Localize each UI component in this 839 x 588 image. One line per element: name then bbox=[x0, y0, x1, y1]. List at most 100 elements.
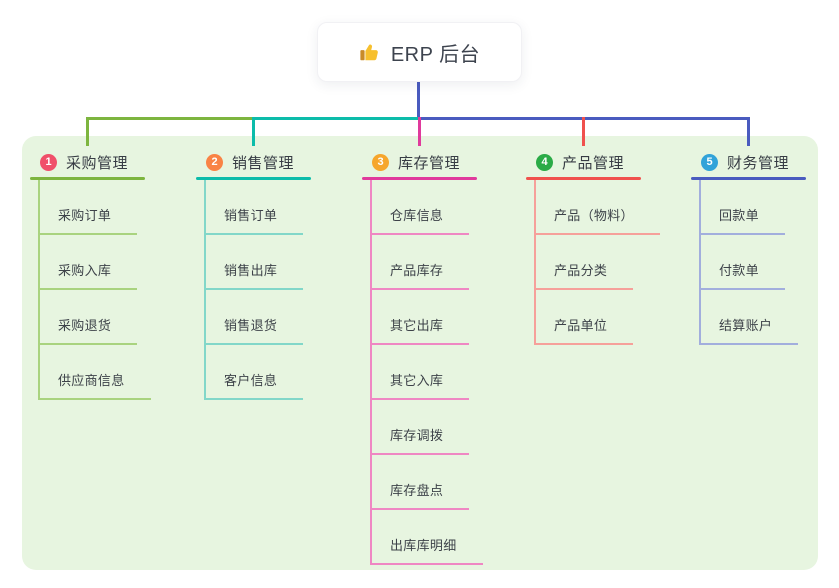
branch-2: 2 销售管理销售订单销售出库销售退货客户信息 bbox=[196, 150, 311, 400]
branch-children: 回款单付款单结算账户 bbox=[699, 180, 799, 345]
child-node-label: 付款单 bbox=[719, 263, 759, 278]
branch-title: 销售管理 bbox=[232, 154, 295, 172]
child-node-label: 产品库存 bbox=[390, 263, 444, 278]
child-node[interactable]: 库存盘点 bbox=[370, 455, 483, 510]
branch-number-badge: 5 bbox=[701, 153, 718, 171]
child-node[interactable]: 产品（物料） bbox=[534, 180, 660, 235]
child-node-underline-box: 客户信息 bbox=[204, 370, 304, 400]
branch-header-underline bbox=[691, 177, 806, 180]
child-node-label: 采购退货 bbox=[58, 318, 112, 333]
branches-panel bbox=[22, 136, 818, 570]
child-node[interactable]: 采购订单 bbox=[38, 180, 151, 235]
branch-number-badge: 4 bbox=[536, 153, 553, 171]
branch-header-underline bbox=[196, 177, 311, 180]
branch-title: 库存管理 bbox=[398, 154, 461, 172]
child-node-label: 其它入库 bbox=[390, 373, 444, 388]
children-connector-line bbox=[370, 180, 372, 565]
branch-drop-line bbox=[747, 117, 750, 146]
child-node-underline-box: 供应商信息 bbox=[38, 370, 151, 400]
child-node[interactable]: 销售出库 bbox=[204, 235, 304, 290]
child-node-underline-box: 回款单 bbox=[699, 205, 785, 235]
child-node-underline-box: 采购订单 bbox=[38, 205, 138, 235]
child-node[interactable]: 采购退货 bbox=[38, 290, 151, 345]
child-node[interactable]: 采购入库 bbox=[38, 235, 151, 290]
branch-number-badge: 1 bbox=[40, 153, 57, 171]
connector-horizontal-segment-green bbox=[86, 117, 255, 120]
child-node-label: 采购入库 bbox=[58, 263, 112, 278]
child-node-underline-box: 销售出库 bbox=[204, 260, 304, 290]
child-node[interactable]: 销售订单 bbox=[204, 180, 304, 235]
child-node-underline-box: 库存调拨 bbox=[370, 425, 470, 455]
branch-header-underline bbox=[30, 177, 145, 180]
branch-header-underline bbox=[526, 177, 641, 180]
child-node-label: 回款单 bbox=[719, 208, 759, 223]
child-node[interactable]: 付款单 bbox=[699, 235, 798, 290]
branch-children: 产品（物料） 产品分类产品单位 bbox=[534, 180, 660, 345]
child-node[interactable]: 产品分类 bbox=[534, 235, 660, 290]
branch-header-node[interactable]: 3 库存管理 bbox=[362, 150, 483, 174]
branch-number-badge: 2 bbox=[206, 153, 223, 171]
branch-header-node[interactable]: 1 采购管理 bbox=[30, 150, 151, 174]
child-node[interactable]: 仓库信息 bbox=[370, 180, 483, 235]
branch-children: 仓库信息产品库存其它出库其它入库库存调拨库存盘点出库库明细 bbox=[370, 180, 483, 565]
child-node-label: 结算账户 bbox=[719, 318, 773, 333]
child-node-label: 其它出库 bbox=[390, 318, 444, 333]
child-node-label: 库存盘点 bbox=[390, 483, 444, 498]
branch-header-node[interactable]: 5 财务管理 bbox=[691, 150, 806, 174]
branch-children: 销售订单销售出库销售退货客户信息 bbox=[204, 180, 304, 400]
child-node-label: 出库库明细 bbox=[390, 538, 457, 553]
child-node[interactable]: 其它入库 bbox=[370, 345, 483, 400]
child-node-label: 客户信息 bbox=[224, 373, 278, 388]
branch-drop-line bbox=[252, 117, 255, 146]
child-node-label: 仓库信息 bbox=[390, 208, 444, 223]
branch-drop-line bbox=[582, 117, 585, 146]
branch-number-badge: 3 bbox=[372, 153, 389, 171]
child-node-label: 销售退货 bbox=[224, 318, 278, 333]
child-node-label: 产品（物料） bbox=[554, 208, 634, 223]
child-node[interactable]: 供应商信息 bbox=[38, 345, 151, 400]
child-node[interactable]: 库存调拨 bbox=[370, 400, 483, 455]
branch-header-underline bbox=[362, 177, 477, 180]
child-node[interactable]: 回款单 bbox=[699, 180, 798, 235]
branch-drop-line bbox=[86, 117, 89, 146]
child-node-label: 采购订单 bbox=[58, 208, 112, 223]
branch-3: 3 库存管理仓库信息产品库存其它出库其它入库库存调拨库存盘点出库库明细 bbox=[362, 150, 483, 565]
child-node-label: 供应商信息 bbox=[58, 373, 125, 388]
children-connector-line bbox=[699, 180, 701, 345]
child-node[interactable]: 销售退货 bbox=[204, 290, 304, 345]
children-connector-line bbox=[534, 180, 536, 345]
child-node[interactable]: 客户信息 bbox=[204, 345, 304, 400]
branch-title: 财务管理 bbox=[727, 154, 790, 172]
child-node[interactable]: 结算账户 bbox=[699, 290, 799, 345]
child-node-underline-box: 采购入库 bbox=[38, 260, 138, 290]
root-node[interactable]: ERP 后台 bbox=[317, 22, 522, 82]
child-node-label: 库存调拨 bbox=[390, 428, 444, 443]
child-node[interactable]: 其它出库 bbox=[370, 290, 483, 345]
child-node-underline-box: 销售退货 bbox=[204, 315, 304, 345]
branch-5: 5 财务管理回款单付款单结算账户 bbox=[691, 150, 806, 345]
child-node-underline-box: 产品单位 bbox=[534, 315, 634, 345]
branch-children: 采购订单采购入库采购退货供应商信息 bbox=[38, 180, 151, 400]
root-stem-line bbox=[417, 82, 420, 120]
branch-drop-line bbox=[418, 117, 421, 146]
child-node-underline-box: 仓库信息 bbox=[370, 205, 470, 235]
child-node[interactable]: 产品库存 bbox=[370, 235, 483, 290]
branch-1: 1 采购管理采购订单采购入库采购退货供应商信息 bbox=[30, 150, 151, 400]
child-node-underline-box: 产品分类 bbox=[534, 260, 634, 290]
branch-header-node[interactable]: 2 销售管理 bbox=[196, 150, 311, 174]
thumbs-up-icon bbox=[359, 41, 381, 63]
child-node[interactable]: 出库库明细 bbox=[370, 510, 483, 565]
child-node-underline-box: 库存盘点 bbox=[370, 480, 470, 510]
child-node-underline-box: 产品库存 bbox=[370, 260, 470, 290]
child-node-underline-box: 采购退货 bbox=[38, 315, 138, 345]
child-node-underline-box: 销售订单 bbox=[204, 205, 304, 235]
child-node-underline-box: 结算账户 bbox=[699, 315, 799, 345]
branch-title: 采购管理 bbox=[66, 154, 129, 172]
child-node-underline-box: 其它入库 bbox=[370, 370, 470, 400]
root-title: ERP 后台 bbox=[390, 43, 481, 66]
child-node[interactable]: 产品单位 bbox=[534, 290, 660, 345]
child-node-underline-box: 其它出库 bbox=[370, 315, 470, 345]
